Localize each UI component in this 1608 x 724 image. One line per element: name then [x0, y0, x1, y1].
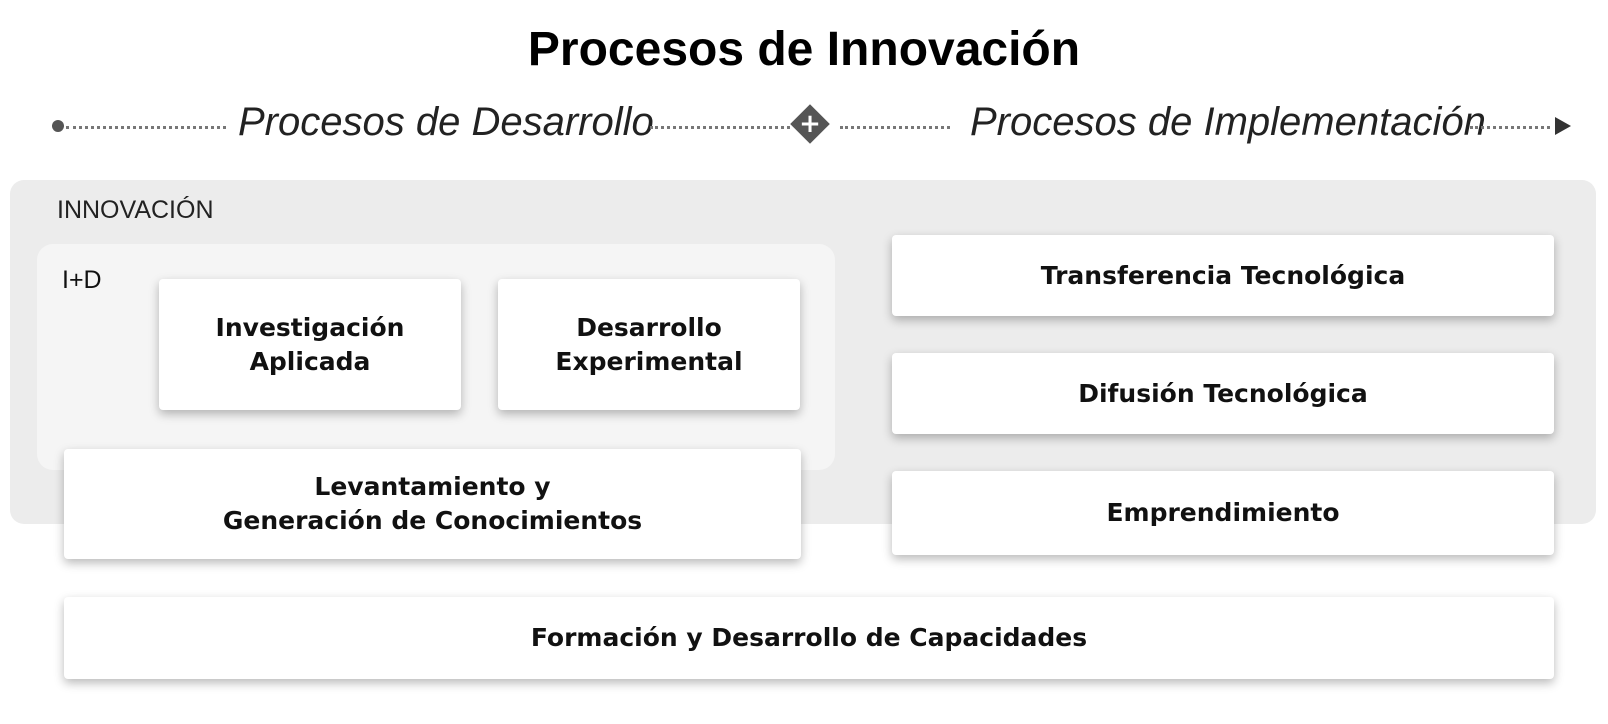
box-transferencia-tecnologica: Transferencia Tecnológica: [892, 235, 1554, 316]
phase-development: Procesos de Desarrollo: [238, 100, 654, 144]
id-group-label: I+D: [62, 266, 102, 294]
arrow-right-icon: [1555, 117, 1571, 135]
innovation-label: INNOVACIÓN: [57, 196, 214, 224]
timeline-start-dot: [52, 120, 64, 132]
diagram-title: Procesos de Innovación: [527, 23, 1081, 76]
phase-implementation: Procesos de Implementación: [970, 100, 1486, 144]
box-levantamiento-conocimientos: Levantamiento y Generación de Conocimien…: [64, 449, 801, 559]
timeline-dots: [1470, 126, 1550, 129]
box-investigacion-aplicada: Investigación Aplicada: [159, 279, 461, 410]
timeline-dots: [840, 126, 950, 129]
plus-icon: +: [799, 109, 821, 139]
box-formacion-capacidades: Formación y Desarrollo de Capacidades: [64, 597, 1554, 679]
timeline-dots: [650, 126, 790, 129]
box-emprendimiento: Emprendimiento: [892, 471, 1554, 555]
box-desarrollo-experimental: Desarrollo Experimental: [498, 279, 800, 410]
timeline-dots: [66, 126, 226, 129]
box-difusion-tecnologica: Difusión Tecnológica: [892, 353, 1554, 434]
